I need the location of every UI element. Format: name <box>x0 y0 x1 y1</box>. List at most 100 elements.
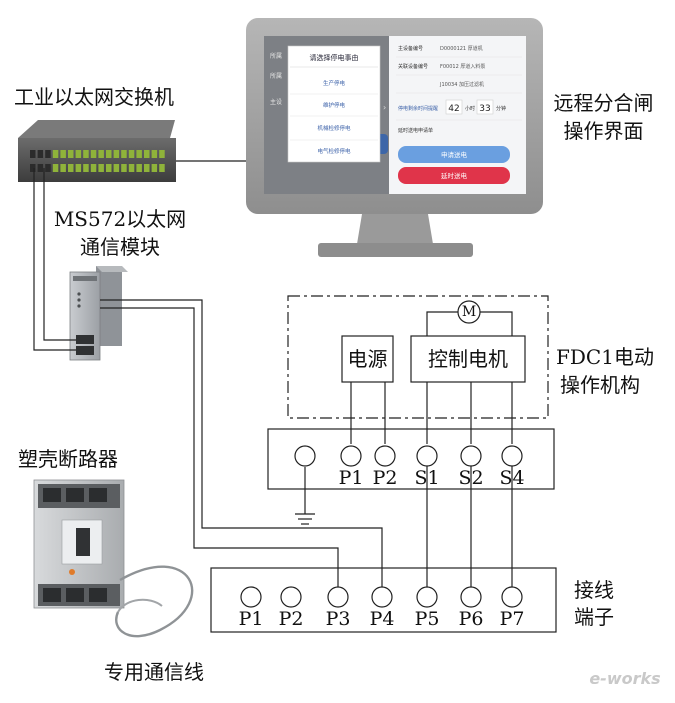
field-value: J10034 加压过滤机 <box>439 81 484 88</box>
switch-port <box>128 164 135 172</box>
switch-ports <box>30 150 165 172</box>
switch-port <box>151 150 158 158</box>
switch-port <box>106 164 112 172</box>
lower-terminal-label: P1 <box>239 608 264 630</box>
dialog-item[interactable]: 维护停电 <box>323 101 346 109</box>
fdc1-label-line1: FDC1电动 <box>556 345 654 369</box>
hours-input[interactable] <box>445 99 463 115</box>
delay-power-button[interactable] <box>398 167 510 184</box>
monitor-neck <box>357 214 433 244</box>
motor-control-box <box>410 335 526 383</box>
upper-terminal-circle <box>294 445 316 467</box>
dialog-item[interactable]: 电气检修停电 <box>317 147 351 155</box>
switch-port <box>128 150 135 158</box>
switch-port <box>151 164 158 172</box>
timer-hours-unit: 小时 <box>465 105 475 112</box>
ethernet-switch <box>18 120 176 182</box>
screen-left-row: 所属 <box>270 52 282 60</box>
switch-port <box>121 164 127 172</box>
switch-port <box>136 150 142 158</box>
switch-port <box>68 150 74 158</box>
chevron-right-icon: › <box>383 103 386 112</box>
screen-left-row: 所属 <box>270 72 282 80</box>
module-front <box>69 271 101 361</box>
field-value: D0000121 厚道机 <box>440 45 483 52</box>
fdc1-label-line2: 操作机构 <box>560 373 640 397</box>
timer-minutes-unit: 分钟 <box>496 105 506 112</box>
upper-terminal-circle <box>501 445 523 467</box>
switch-label: 工业以太网交换机 <box>14 85 174 109</box>
motor-letter: M <box>461 304 477 320</box>
field-label: 主设备编号 <box>398 45 423 52</box>
dialog-item[interactable]: 机械检修停电 <box>317 124 351 132</box>
timer-hours: 42 <box>448 104 459 114</box>
wire-module-p3 <box>100 307 339 587</box>
lower-terminal-circle <box>460 586 482 608</box>
fdc1-boundary <box>287 295 549 419</box>
lower-terminal-circle <box>240 586 262 608</box>
lower-terminal-circle <box>280 586 302 608</box>
upper-terminal-circle <box>340 445 362 467</box>
minutes-input[interactable] <box>476 99 494 115</box>
module-label-line2: 通信模块 <box>80 235 160 259</box>
lower-terminal-label: P7 <box>500 608 525 630</box>
lower-terminal-label: P2 <box>279 608 304 630</box>
switch-port <box>60 150 66 158</box>
power-box <box>341 335 394 383</box>
apply-power-label: 申请送电 <box>441 150 468 159</box>
wiring <box>33 160 513 587</box>
lower-terminal-circle <box>501 586 523 608</box>
lower-terminals: P1 P2 P3 P4 P5 P6 P7 <box>239 586 525 630</box>
switch-port <box>121 150 127 158</box>
switch-port <box>75 150 82 158</box>
switch-port <box>30 164 36 172</box>
delay-power-label: 延时送电 <box>441 171 468 180</box>
lower-terminal-label: P6 <box>459 608 484 630</box>
switch-port <box>144 150 150 158</box>
terminal-label-line1: 接线 <box>574 578 614 602</box>
dialog-item[interactable]: 生产停电 <box>323 79 346 87</box>
module-label-line1: MS572以太网 <box>53 207 187 231</box>
switch-port <box>144 164 150 172</box>
cable-label: 专用通信线 <box>104 660 204 684</box>
module-port <box>76 335 94 344</box>
lower-terminal-circle <box>416 586 438 608</box>
switch-front <box>18 138 176 182</box>
wire-switch-module <box>43 168 76 341</box>
timer-minutes: 33 <box>479 104 490 114</box>
breaker-label: 塑壳断路器 <box>18 447 118 471</box>
motor-control-label: 控制电机 <box>428 347 508 371</box>
switch-port <box>136 164 142 172</box>
screen-left-row: 主设 <box>270 98 282 106</box>
mccb-breaker <box>33 479 194 638</box>
switch-port <box>83 164 89 172</box>
switch-port <box>159 150 165 158</box>
switch-port <box>60 164 66 172</box>
lower-terminal-circle <box>327 586 349 608</box>
dialog-title: 请选择停电事由 <box>310 53 359 62</box>
apply-power-button[interactable] <box>398 146 510 163</box>
switch-port <box>37 150 44 158</box>
lower-terminal-label: P5 <box>415 608 440 630</box>
terminal-label-line2: 端子 <box>574 605 614 629</box>
comm-cable <box>115 565 194 638</box>
switch-top <box>18 120 175 138</box>
ms572-module <box>69 266 128 361</box>
switch-port <box>68 164 74 172</box>
lower-terminal-label: P3 <box>326 608 351 630</box>
wire-switch-module <box>33 168 76 351</box>
field-value: F00012 厚道入料泵 <box>440 63 485 70</box>
switch-port <box>52 164 59 172</box>
monitor-label-line2: 操作界面 <box>563 119 644 143</box>
switch-port <box>37 164 44 172</box>
switch-port <box>159 164 165 172</box>
breaker-handle[interactable] <box>76 528 90 556</box>
upper-terminal-circle <box>416 445 438 467</box>
upper-terminal-label: P1 <box>339 467 364 489</box>
switch-port <box>98 150 104 158</box>
field-label: 关联设备编号 <box>398 63 428 70</box>
lower-terminal-label: P4 <box>370 608 395 630</box>
